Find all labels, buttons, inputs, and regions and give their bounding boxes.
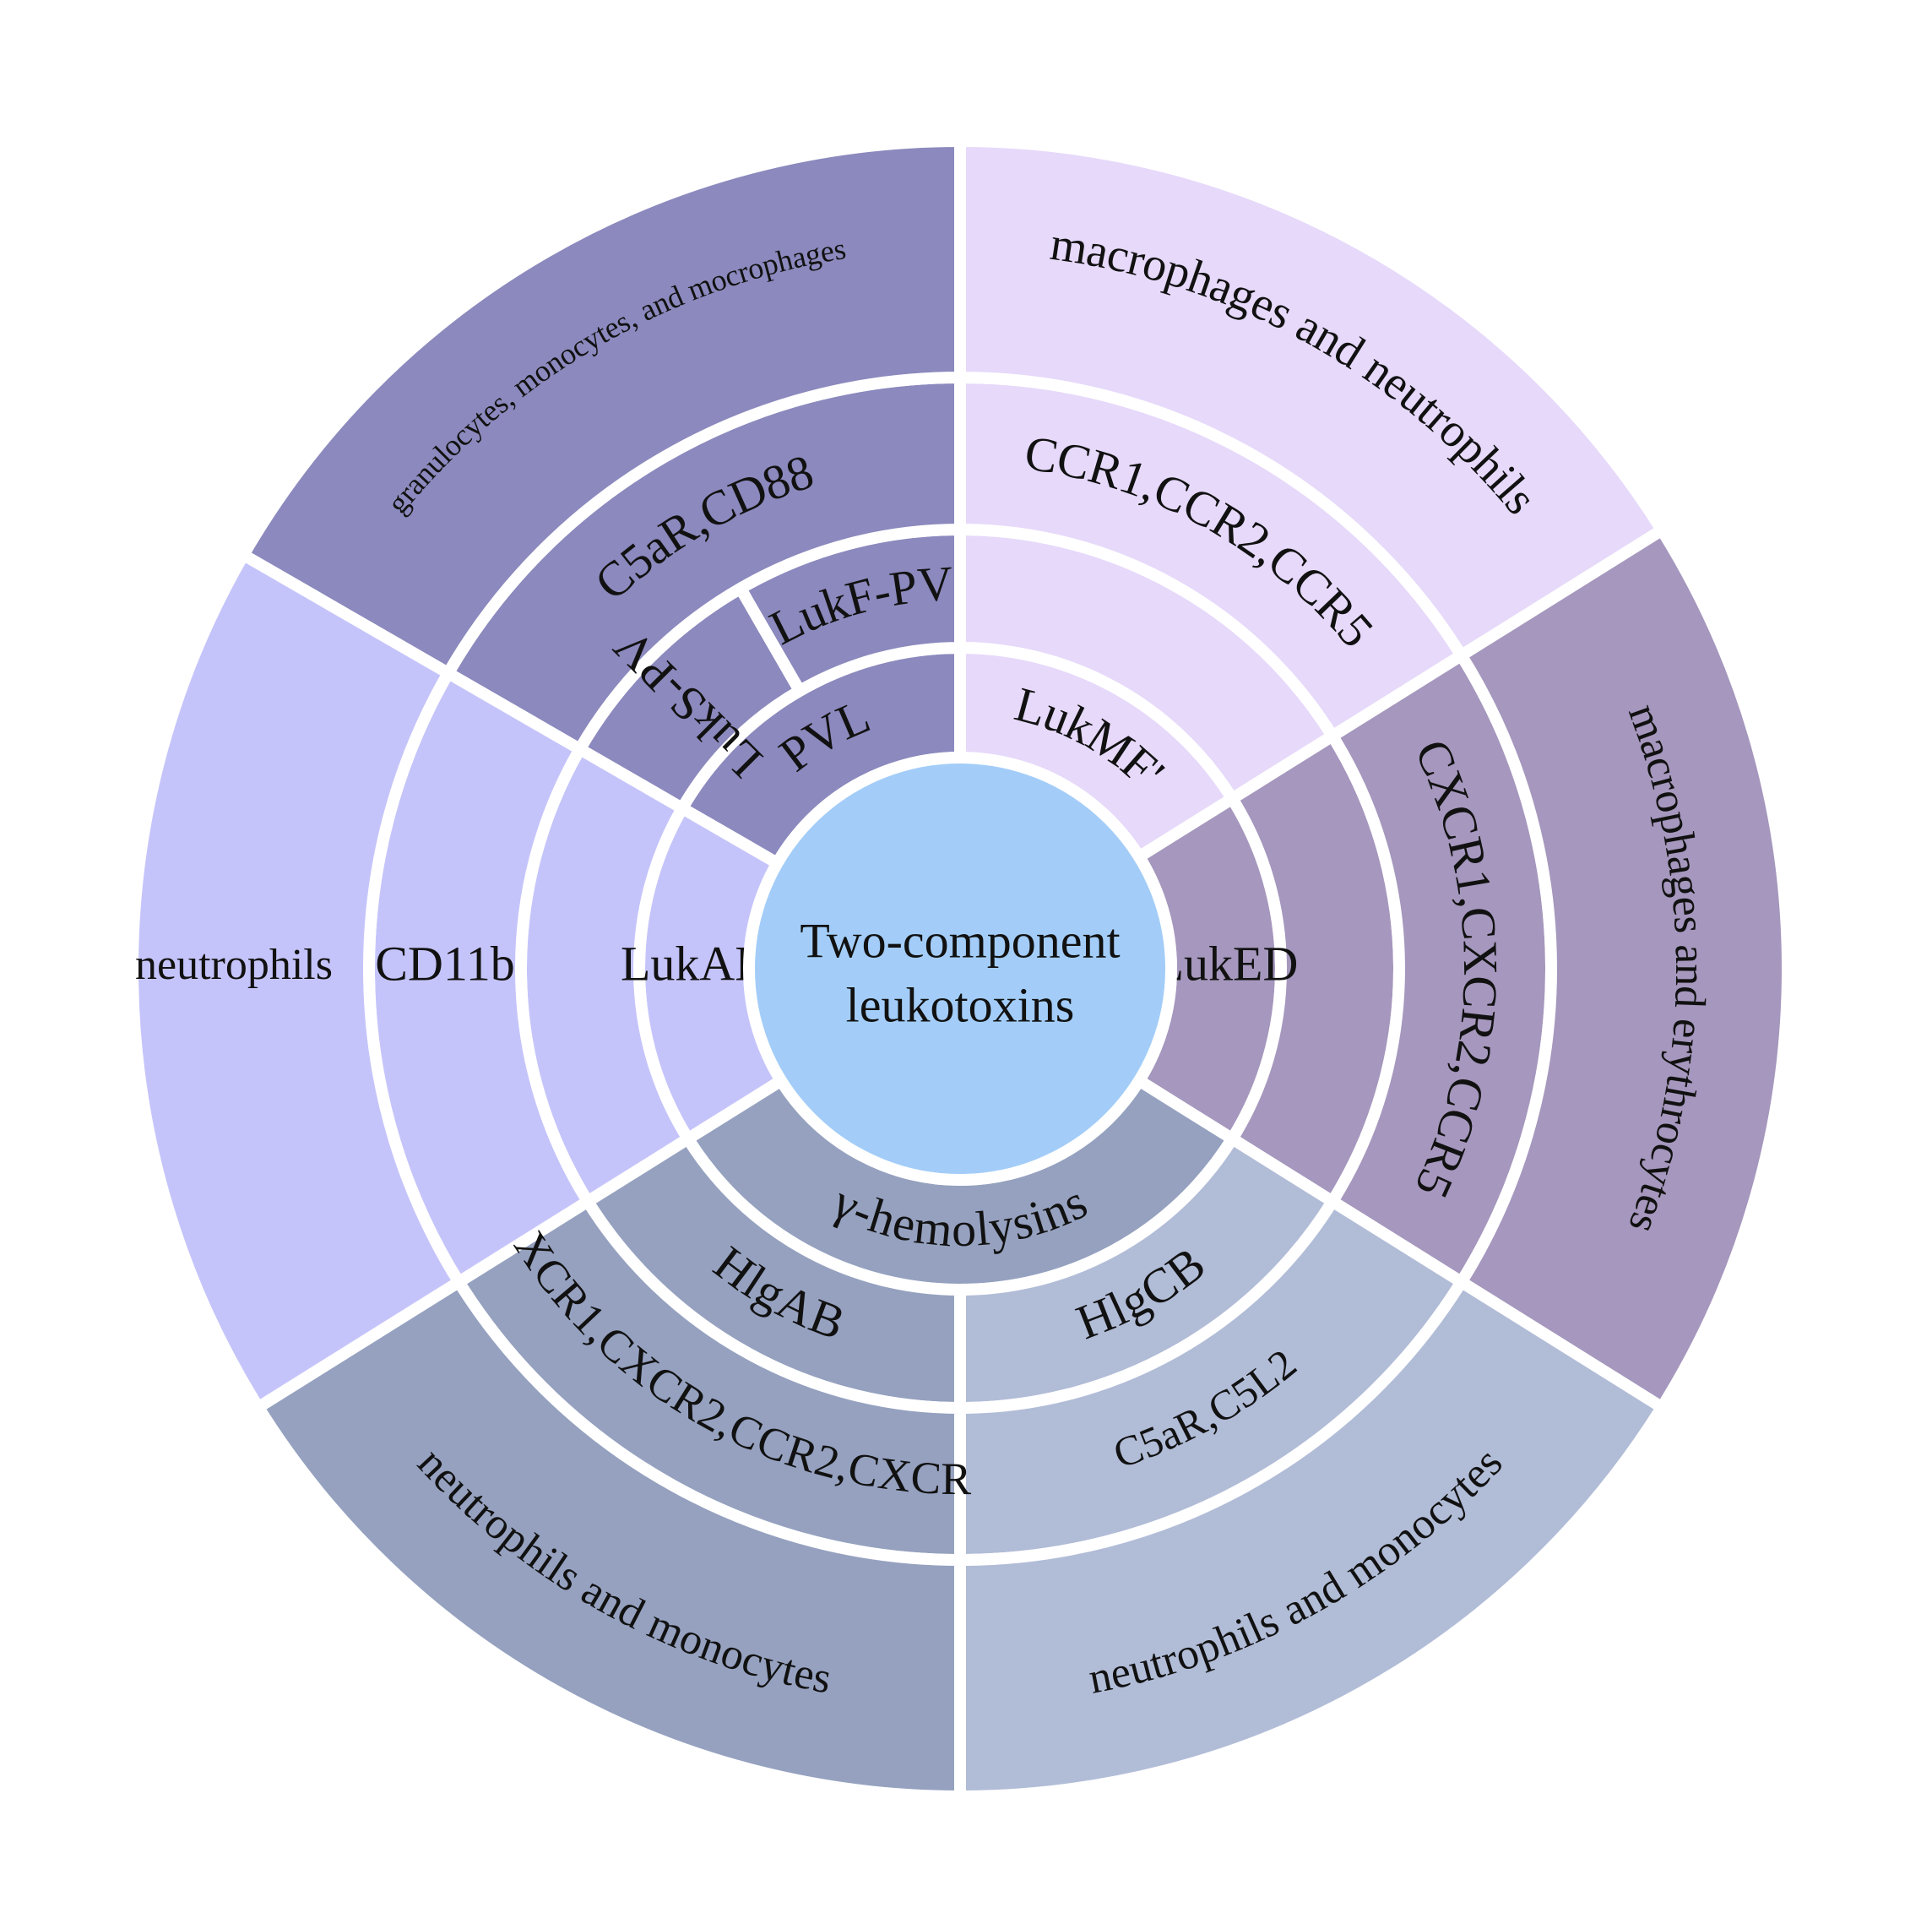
seg-cells-hlgcb (954, 1274, 1670, 1803)
seg-cells-lukab (127, 546, 468, 1416)
center-title-line1: Two-component (800, 913, 1120, 968)
label-cells-lukab: neutrophils (135, 941, 333, 989)
center-title-line2: leukotoxins (846, 977, 1075, 1032)
seg-cells-luked (1452, 522, 1794, 1416)
seg-cells-hlgab (250, 1274, 966, 1803)
seg-cells-pvl (235, 134, 966, 682)
ring-segments (127, 134, 1794, 1803)
label-receptor-lukab: CD11b (375, 936, 514, 991)
label-toxin-lukab: LukAB (621, 936, 768, 991)
seg-cells-lukmf (954, 134, 1670, 664)
label-toxin-luked: LukED (1154, 936, 1299, 991)
center-hub (743, 752, 1177, 1186)
